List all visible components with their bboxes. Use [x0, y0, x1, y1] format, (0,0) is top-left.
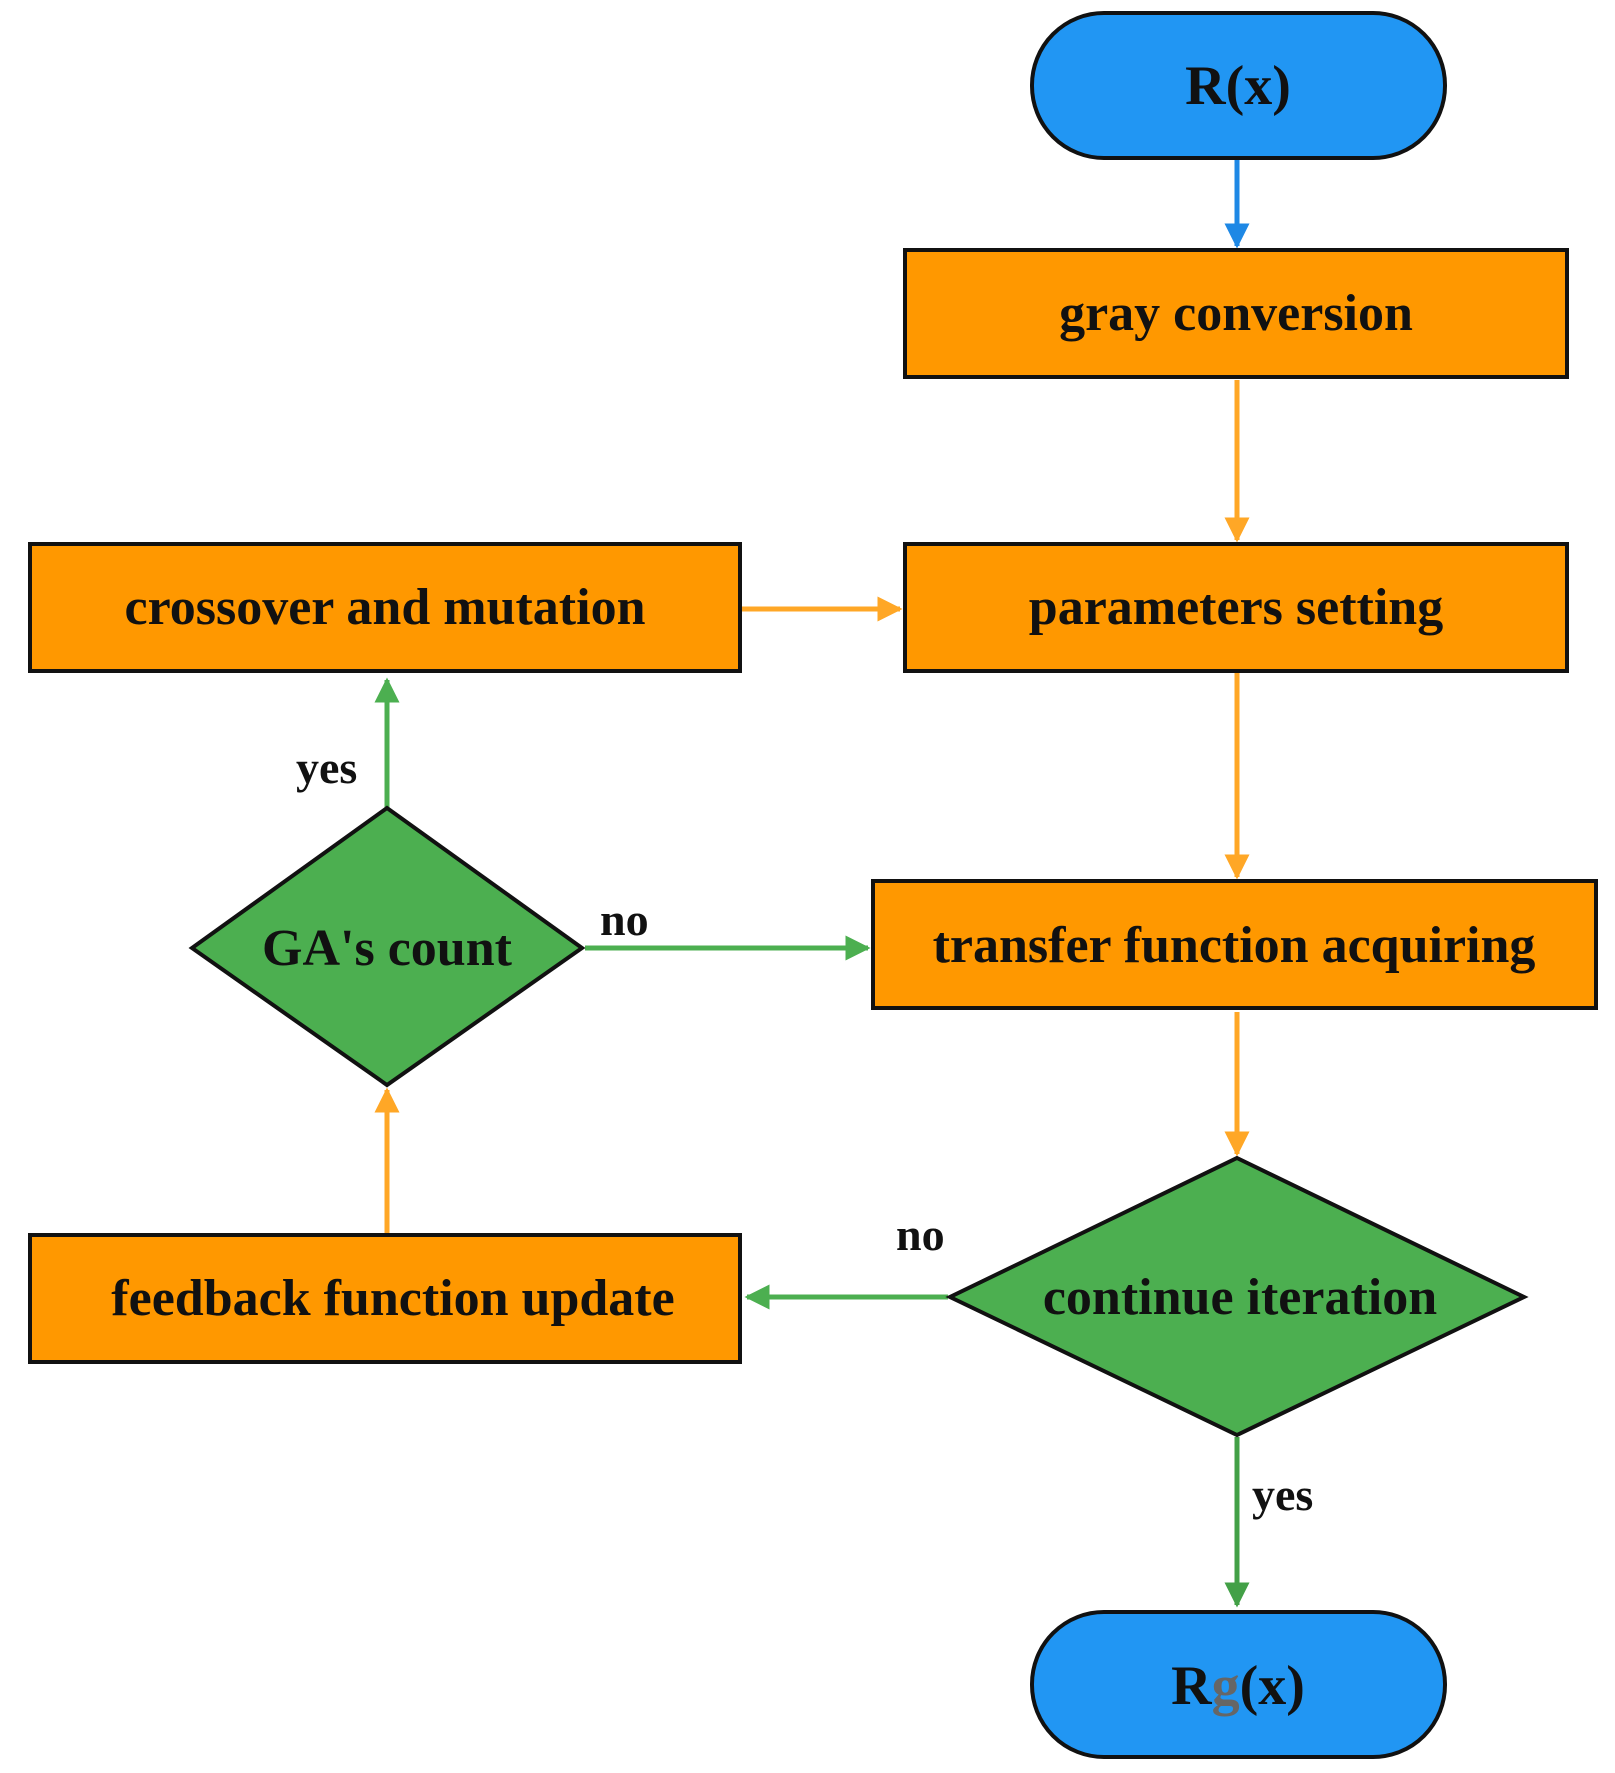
continue-yes-label: yes: [1252, 1469, 1313, 1520]
transfer-function-box: transfer function acquiring: [871, 879, 1598, 1010]
start-terminal: R(x): [1030, 11, 1447, 160]
crossover-mutation-box: crossover and mutation: [28, 542, 742, 673]
end-label-sub: g: [1212, 1655, 1240, 1717]
ga-count-decision: GA's count: [188, 805, 586, 1088]
feedback-update-label: feedback function update: [111, 1270, 674, 1327]
ga-count-label: GA's count: [262, 920, 513, 977]
gray-conversion-label: gray conversion: [1059, 285, 1413, 342]
parameters-setting-label: parameters setting: [1029, 579, 1443, 636]
end-label-main: R: [1171, 1655, 1212, 1717]
end-label: Rg(x): [1171, 1655, 1305, 1717]
start-label: R(x): [1185, 55, 1291, 117]
continue-iteration-label: continue iteration: [1043, 1269, 1437, 1326]
parameters-setting-box: parameters setting: [903, 542, 1569, 673]
ga-no-label: no: [600, 894, 649, 945]
end-label-tail: (x): [1240, 1655, 1305, 1717]
continue-no-label: no: [896, 1209, 945, 1260]
gray-conversion-box: gray conversion: [903, 248, 1569, 379]
continue-iteration-decision: continue iteration: [945, 1155, 1529, 1438]
end-terminal: Rg(x): [1030, 1610, 1447, 1759]
transfer-function-label: transfer function acquiring: [933, 917, 1536, 974]
crossover-mutation-label: crossover and mutation: [125, 579, 646, 636]
ga-yes-label: yes: [296, 742, 357, 793]
feedback-update-box: feedback function update: [28, 1233, 742, 1364]
